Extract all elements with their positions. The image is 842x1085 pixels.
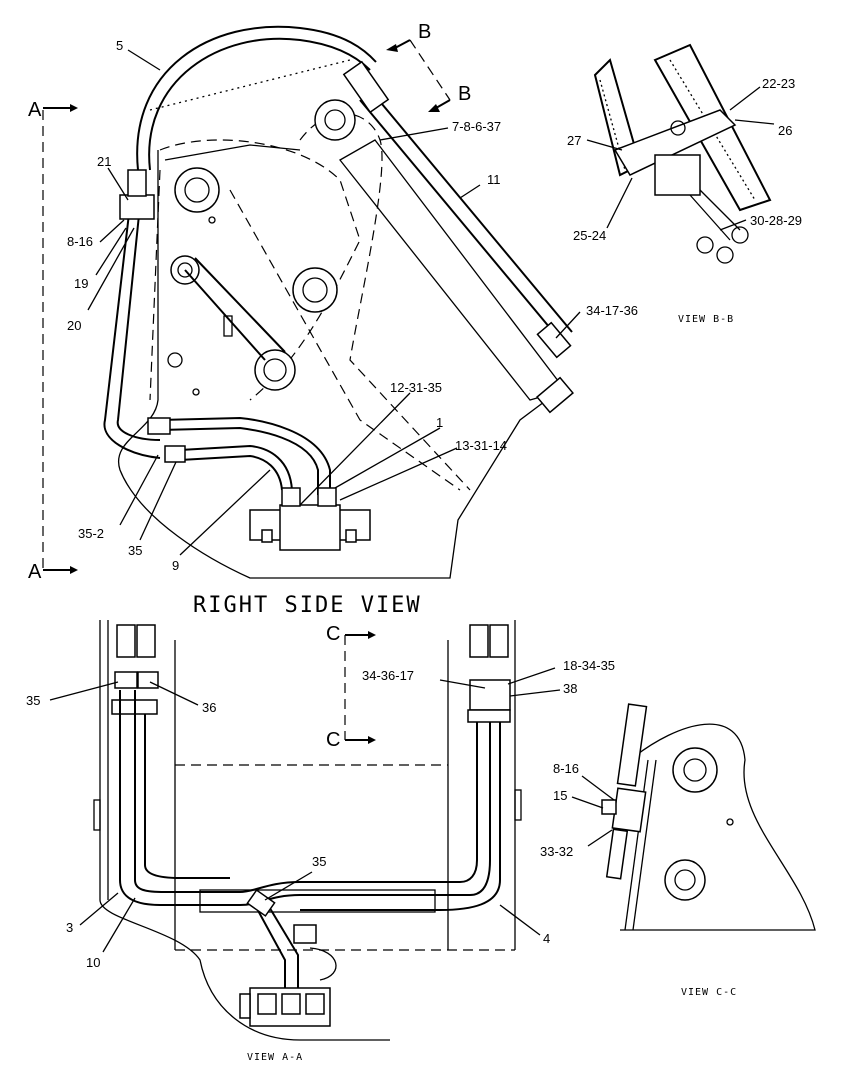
callout-27: 27 — [567, 133, 581, 148]
callout-9: 9 — [172, 558, 179, 573]
callout-7-8-6-37: 7-8-6-37 — [452, 119, 501, 134]
right-side-view: 5 21 8-16 19 20 7-8-6-37 11 34-17-36 12-… — [28, 21, 638, 618]
section-marker-a-top: A — [28, 99, 42, 121]
callout-35-2: 35-2 — [78, 526, 104, 541]
callout-21: 21 — [97, 154, 111, 169]
callout-aa-18-34-35: 18-34-35 — [563, 658, 615, 673]
callout-30-28-29: 30-28-29 — [750, 213, 802, 228]
callout-19: 19 — [74, 276, 88, 291]
view-bb: 22-23 27 26 25-24 30-28-29 VIEW B-B — [567, 43, 802, 325]
callout-13-31-14: 13-31-14 — [455, 438, 507, 453]
callout-aa-3: 3 — [66, 920, 73, 935]
callout-8-16: 8-16 — [67, 234, 93, 249]
callout-aa-35: 35 — [26, 693, 40, 708]
callout-26: 26 — [778, 123, 792, 138]
callout-12-31-35: 12-31-35 — [390, 380, 442, 395]
title-right-side-view: RIGHT SIDE VIEW — [193, 593, 422, 618]
callout-aa-34-36-17: 34-36-17 — [362, 668, 414, 683]
title-view-bb: VIEW B-B — [678, 314, 734, 325]
callout-cc-33-32: 33-32 — [540, 844, 573, 859]
callout-25-24: 25-24 — [573, 228, 606, 243]
callout-aa-36: 36 — [202, 700, 216, 715]
callout-5: 5 — [116, 38, 123, 53]
section-marker-b-bottom: B — [458, 83, 471, 105]
section-marker-a-bottom: A — [28, 561, 42, 583]
section-marker-c-top: C — [326, 623, 340, 645]
section-marker-b-top: B — [418, 21, 431, 43]
callout-aa-10: 10 — [86, 955, 100, 970]
title-view-cc: VIEW C-C — [681, 987, 737, 998]
view-cc: 8-16 15 33-32 VIEW C-C — [540, 703, 816, 998]
section-marker-c-bottom: C — [326, 729, 340, 751]
callout-aa-38: 38 — [563, 681, 577, 696]
callout-aa-4: 4 — [543, 931, 550, 946]
callout-35: 35 — [128, 543, 142, 558]
callout-aa-35b: 35 — [312, 854, 326, 869]
callout-cc-8-16: 8-16 — [553, 761, 579, 776]
callout-cc-15: 15 — [553, 788, 567, 803]
callout-11: 11 — [487, 172, 501, 187]
view-aa: 35 36 34-36-17 18-34-35 38 3 10 35 4 C C… — [26, 620, 615, 1063]
callout-1: 1 — [436, 415, 443, 430]
callout-34-17-36: 34-17-36 — [586, 303, 638, 318]
callout-20: 20 — [67, 318, 81, 333]
title-view-aa: VIEW A-A — [247, 1052, 303, 1063]
callout-22-23: 22-23 — [762, 76, 795, 91]
